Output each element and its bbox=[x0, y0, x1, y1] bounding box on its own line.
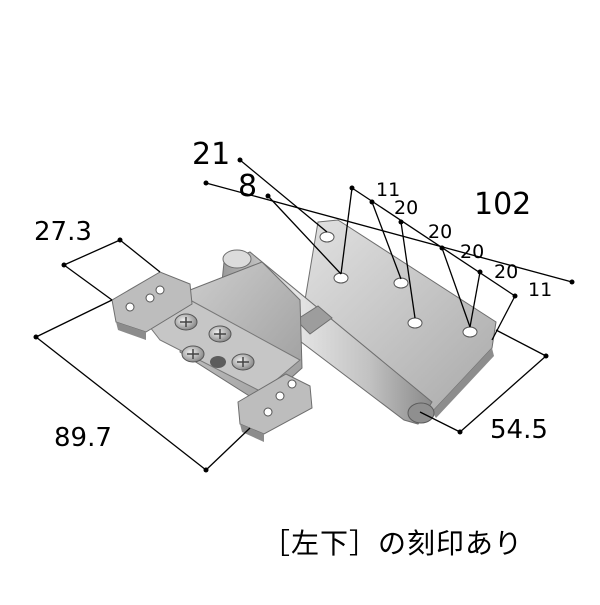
dim-11-top: 11 bbox=[376, 179, 400, 201]
plate-holes bbox=[319, 231, 478, 338]
dim-102: 102 bbox=[474, 187, 531, 222]
dim-54-5: 54.5 bbox=[490, 415, 548, 445]
dim-11-bottom: 11 bbox=[528, 279, 552, 301]
dim-21: 21 bbox=[192, 137, 230, 172]
leaf-screws bbox=[174, 313, 255, 371]
bottom-adjuster-block bbox=[237, 373, 313, 442]
right-hinge-plate bbox=[299, 219, 497, 418]
dim-89-7: 89.7 bbox=[54, 423, 112, 453]
dim-20-a: 20 bbox=[394, 197, 418, 219]
dim-20-d: 20 bbox=[494, 261, 518, 283]
engraving-note: ［左下］の刻印あり bbox=[262, 527, 524, 560]
dim-20-b: 20 bbox=[428, 221, 452, 243]
dim-27-3: 27.3 bbox=[34, 217, 92, 247]
dim-8: 8 bbox=[238, 169, 257, 204]
dim-20-c: 20 bbox=[460, 241, 484, 263]
left-hinge-leaf bbox=[145, 261, 303, 405]
dimension-labels: 21 8 11 20 20 20 20 11 102 27.3 89.7 54.… bbox=[34, 137, 552, 453]
dimension-lines bbox=[33, 157, 575, 473]
